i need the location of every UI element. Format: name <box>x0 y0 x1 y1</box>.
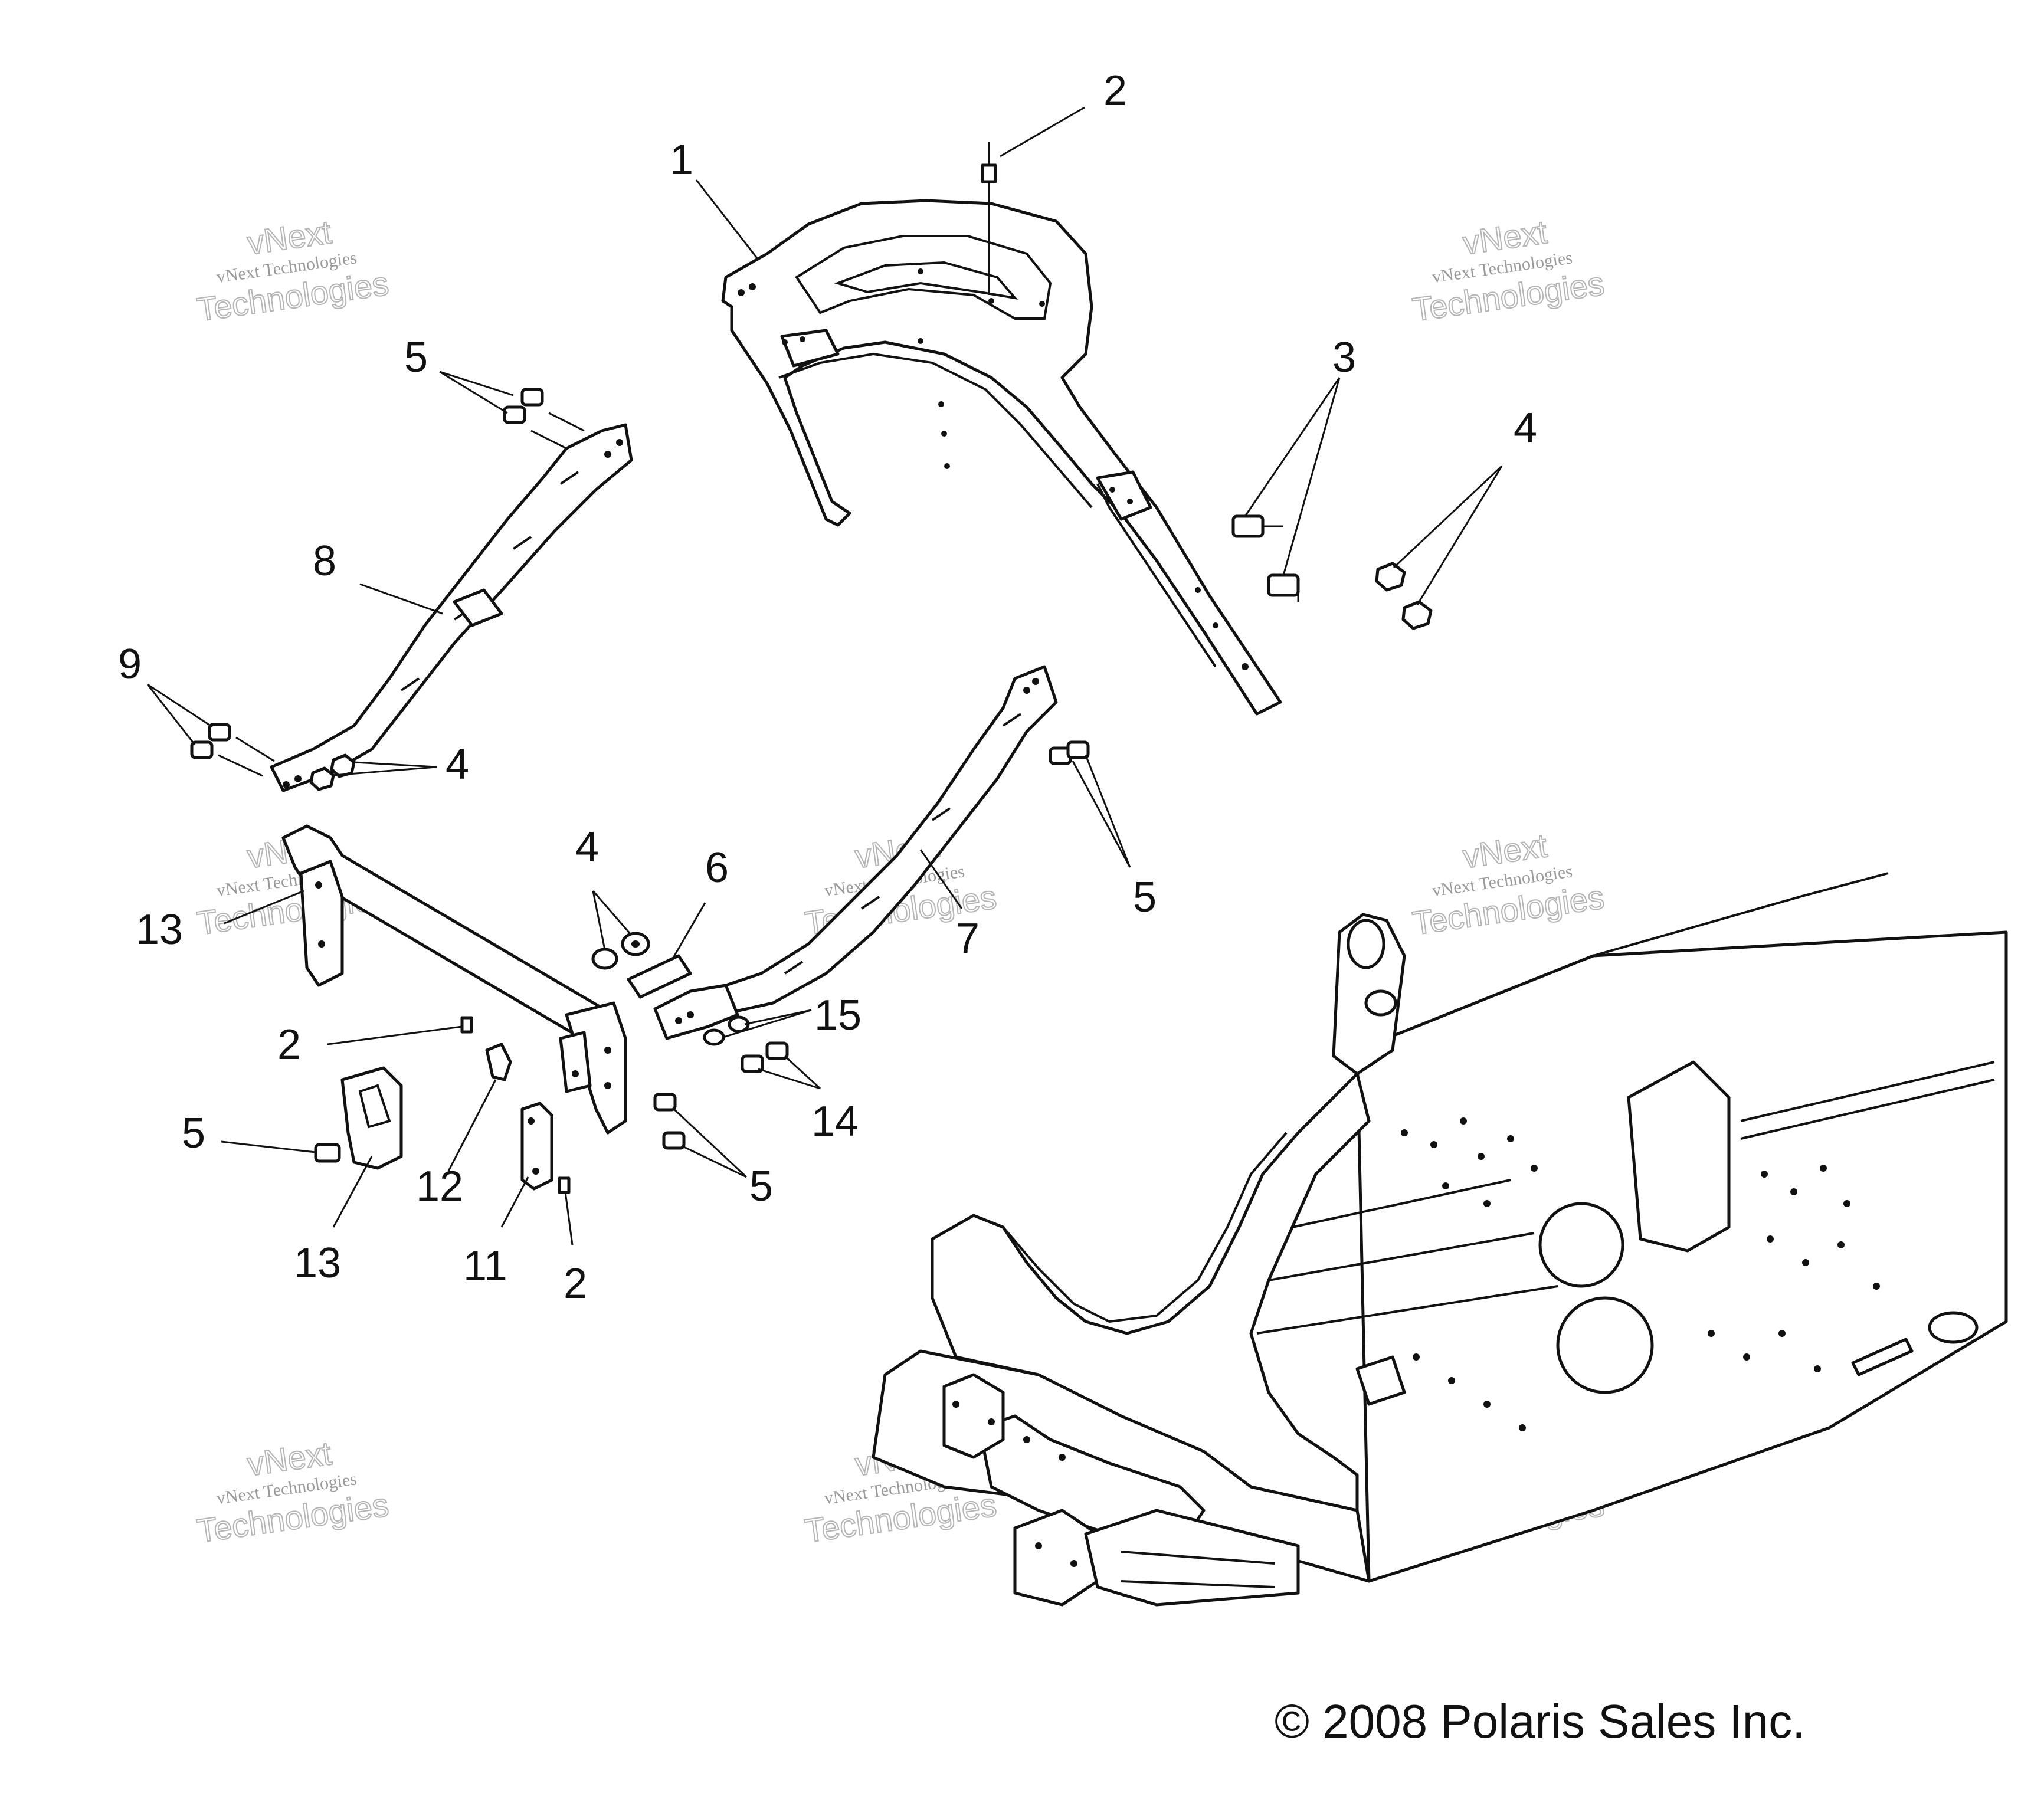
bolts-9 <box>190 723 275 777</box>
leader-lines <box>146 106 1503 1245</box>
callout-14: 14 <box>811 1098 859 1145</box>
part-1-front-frame-loop <box>721 199 1282 716</box>
part-6-plate <box>627 954 692 999</box>
washers-15 <box>703 1015 750 1046</box>
callout-5: 5 <box>749 1163 773 1210</box>
main-chassis-bulkhead <box>872 872 2008 1607</box>
bolt-5-bracket <box>314 1143 341 1163</box>
watermark: vNext vNext Technologies Technologies <box>1410 212 1607 329</box>
part-7-lower-brace <box>653 665 1058 1040</box>
bolts-14 <box>741 1041 789 1073</box>
copyright-notice: © 2008 Polaris Sales Inc. <box>1275 1695 1805 1748</box>
callout-8: 8 <box>313 537 336 585</box>
bolts-5-upper <box>503 388 585 450</box>
callout-12: 13 <box>294 1240 341 1287</box>
watermark: vNext vNext Technologies Technologies <box>194 212 391 329</box>
callout-2: 2 <box>564 1260 587 1307</box>
callout-6: 6 <box>705 844 729 891</box>
callout-13: 13 <box>136 906 183 953</box>
callout-labels: 2 1 5 8 9 4 3 4 5 4 6 7 13 15 14 2 5 5 1… <box>118 67 1537 1307</box>
washers-4-middle <box>591 932 650 970</box>
part-13-cross-bar <box>281 824 627 1135</box>
part-10-plate <box>520 1102 553 1191</box>
callout-10: 11 <box>463 1243 507 1290</box>
watermark: vNext vNext Technologies Technologies <box>1410 826 1607 942</box>
callout-2: 2 <box>1103 67 1127 114</box>
part-12-bracket <box>340 1066 403 1170</box>
part-8-upper-brace <box>270 423 633 792</box>
watermark: vNext vNext Technologies Technologies <box>194 1434 391 1550</box>
part-11-clip <box>485 1043 512 1081</box>
callout-4: 4 <box>1514 405 1537 452</box>
callout-5: 5 <box>1133 874 1157 921</box>
callout-2: 2 <box>277 1021 301 1068</box>
callout-9: 9 <box>118 641 142 688</box>
callout-4: 4 <box>575 824 599 871</box>
bolts-5-right <box>1049 740 1090 765</box>
nuts-4-right <box>1375 562 1433 630</box>
callout-5: 5 <box>404 334 428 381</box>
bolts-3 <box>1231 514 1300 602</box>
bolt-2-middle <box>460 1016 473 1034</box>
callout-15: 15 <box>814 992 862 1039</box>
bolt-2-top <box>981 142 997 295</box>
bolts-5-lower-middle <box>653 1093 686 1150</box>
nuts-4-left <box>309 753 356 791</box>
callout-5: 5 <box>182 1110 205 1157</box>
bolt-2-lower <box>558 1176 571 1194</box>
callout-7: 7 <box>956 915 980 962</box>
callout-1: 1 <box>670 136 693 183</box>
callout-3: 3 <box>1332 334 1356 381</box>
callout-4: 4 <box>446 741 469 788</box>
callout-11: 12 <box>416 1163 463 1210</box>
